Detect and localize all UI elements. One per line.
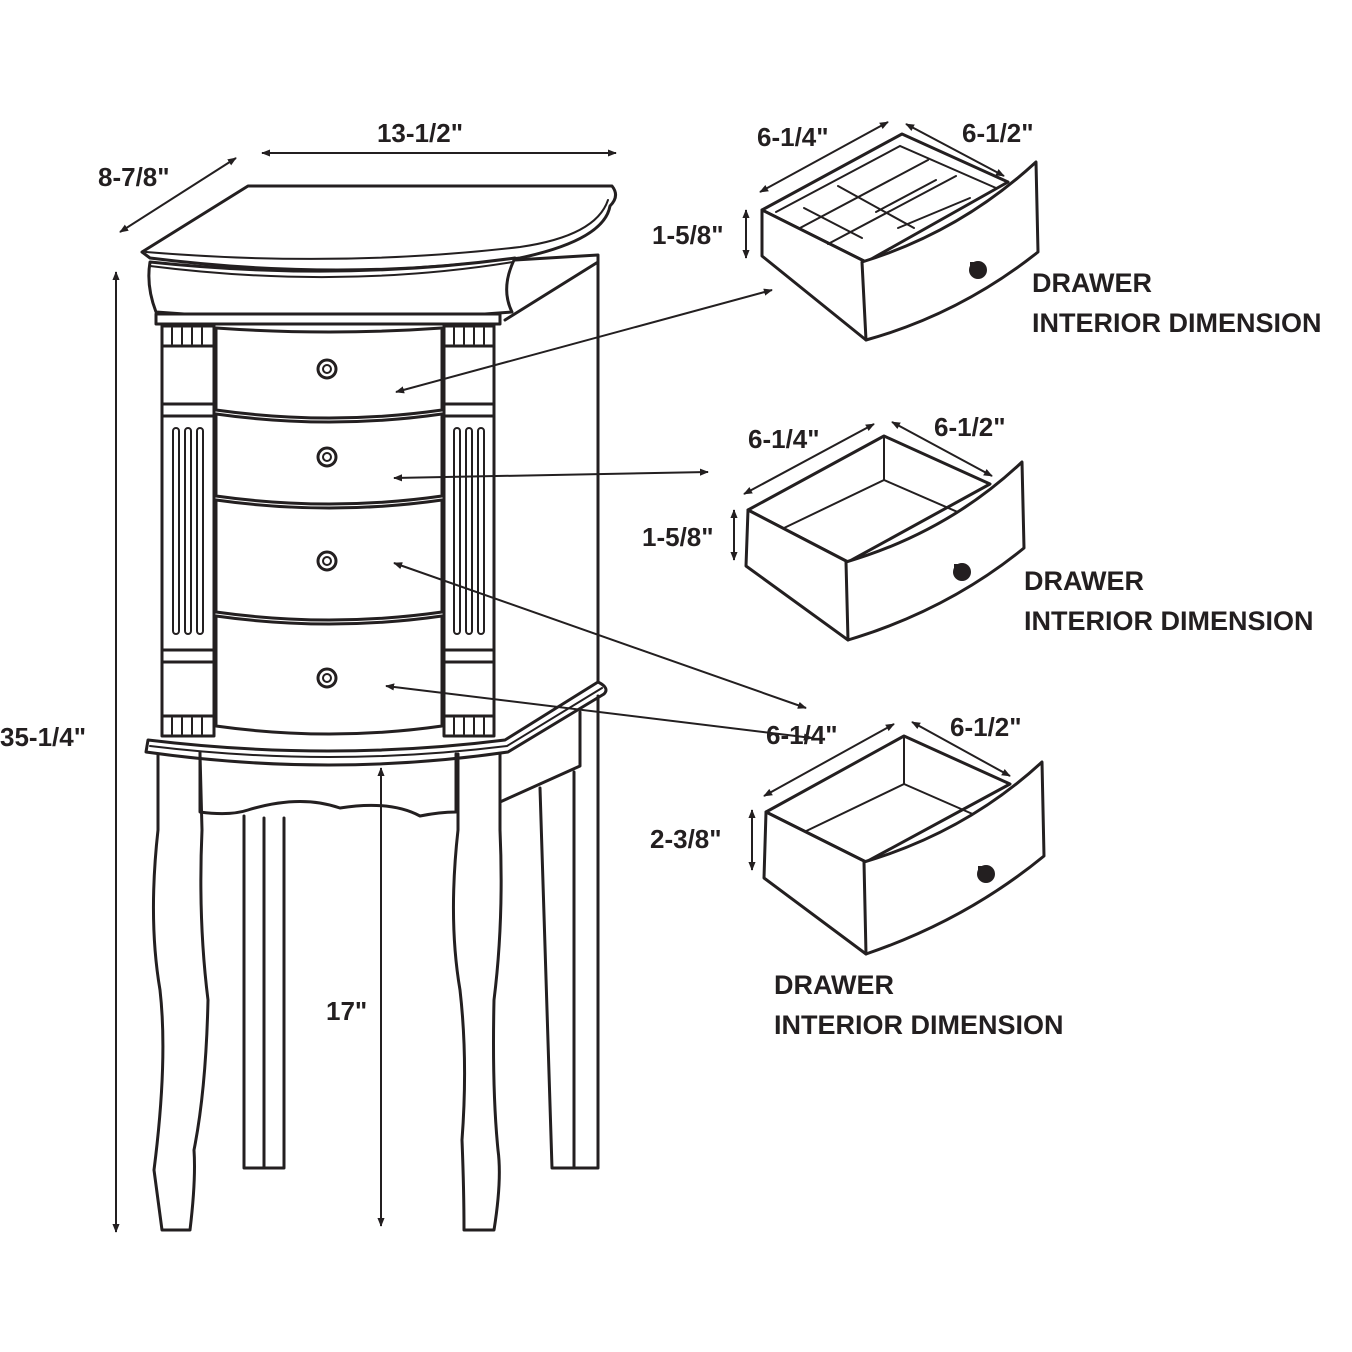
drawer-3-depth-label: 6-1/2" — [950, 712, 1022, 742]
drawer-2-front — [844, 460, 1026, 642]
drawer-3-width-dimension-line — [763, 723, 895, 797]
right-pilaster-base — [442, 714, 496, 738]
left-pilaster-flutes — [172, 427, 204, 635]
drawer-3-height-label: 2-3/8" — [650, 824, 722, 854]
callout-arrow-drawer-2 — [393, 468, 709, 482]
height-dimension-label: 35-1/4" — [0, 722, 86, 752]
cabinet-dimensions: 13-1/2" 8-7/8" 35-1/4" 17" — [0, 118, 617, 1233]
drawer-1-caption-line-2: INTERIOR DIMENSION — [1032, 308, 1322, 338]
drawer-2-width-dimension-line — [743, 423, 875, 495]
left-pilaster-lower-block — [160, 648, 216, 664]
cabinet-drawer-2 — [214, 412, 444, 506]
drawer-2-knob — [953, 563, 971, 581]
cabinet-crown-band-line — [149, 261, 514, 279]
drawer-2-height-label: 1-5/8" — [642, 522, 714, 552]
cabinet-drawer-1-knob — [316, 358, 338, 380]
drawer-3-width-label: 6-1/4" — [766, 720, 838, 750]
drawer-callout-arrows — [385, 288, 813, 741]
cabinet-drawer-3-knob — [316, 550, 338, 572]
callout-arrow-drawer-4 — [385, 683, 813, 741]
left-pilaster-base-dentils — [171, 717, 203, 735]
drawer-3-depth-dimension-line — [911, 721, 1011, 777]
drawer-1-caption-line-1: DRAWER — [1032, 268, 1152, 298]
cabinet-cornice — [154, 312, 502, 326]
drawer-3-knob — [977, 865, 995, 883]
drawer-2-depth-label: 6-1/2" — [934, 412, 1006, 442]
depth-dimension-line — [119, 157, 237, 233]
front-left-leg — [151, 752, 210, 1232]
leg-height-dimension-label: 17" — [326, 996, 367, 1026]
drawer-2-caption-line-2: INTERIOR DIMENSION — [1024, 606, 1314, 636]
drawer-1-width-label: 6-1/4" — [757, 122, 829, 152]
cabinet-back-edge — [503, 260, 600, 322]
rear-left-leg — [242, 814, 286, 1170]
drawer-1-height-label: 1-5/8" — [652, 220, 724, 250]
drawer-1-detail: 6-1/4" 6-1/2" 1-5/8" DRAWER INTERIOR DIM… — [652, 118, 1322, 342]
drawer-1-dividers — [799, 159, 971, 245]
right-pilaster-upper-block — [442, 402, 496, 418]
cabinet-apron — [198, 750, 458, 818]
drawer-3-front — [862, 760, 1046, 956]
drawer-2-caption-line-1: DRAWER — [1024, 566, 1144, 596]
cabinet-drawer-4-knob — [316, 667, 338, 689]
right-pilaster-lower-block — [442, 648, 496, 664]
drawer-2-width-label: 6-1/4" — [748, 424, 820, 454]
left-pilaster-top-dentils — [171, 327, 203, 345]
left-pilaster-base — [160, 714, 216, 738]
left-pilaster-top-capital — [160, 324, 216, 348]
left-pilaster-upper-block — [160, 402, 216, 418]
cabinet-side-panel — [513, 253, 600, 692]
drawer-1-depth-label: 6-1/2" — [962, 118, 1034, 148]
drawer-1-depth-dimension-line — [905, 123, 1005, 177]
drawer-1-knob — [969, 261, 987, 279]
cabinet-drawer-3 — [214, 498, 444, 622]
callout-arrow-drawer-1 — [395, 288, 773, 394]
depth-dimension-label: 8-7/8" — [98, 162, 170, 192]
drawer-1-front — [860, 160, 1040, 342]
width-dimension-label: 13-1/2" — [377, 118, 463, 148]
drawer-1-width-dimension-line — [759, 121, 889, 193]
drawer-3-detail: 6-1/4" 6-1/2" 2-3/8" DRAWER INTERIOR DIM… — [650, 712, 1064, 1040]
front-right-leg — [451, 752, 503, 1232]
drawer-2-depth-dimension-line — [891, 421, 993, 477]
right-pilaster-top-capital — [442, 324, 496, 348]
drawer-2-detail: 6-1/4" 6-1/2" 1-5/8" DRAWER INTERIOR DIM… — [642, 412, 1314, 642]
cabinet-drawing — [140, 184, 617, 1232]
cabinet-top-lid-edge — [145, 199, 609, 260]
cabinet-drawer-2-knob — [316, 446, 338, 468]
drawer-3-caption-line-2: INTERIOR DIMENSION — [774, 1010, 1064, 1040]
rear-right-leg — [538, 694, 600, 1170]
drawer-3-caption-line-1: DRAWER — [774, 970, 894, 1000]
